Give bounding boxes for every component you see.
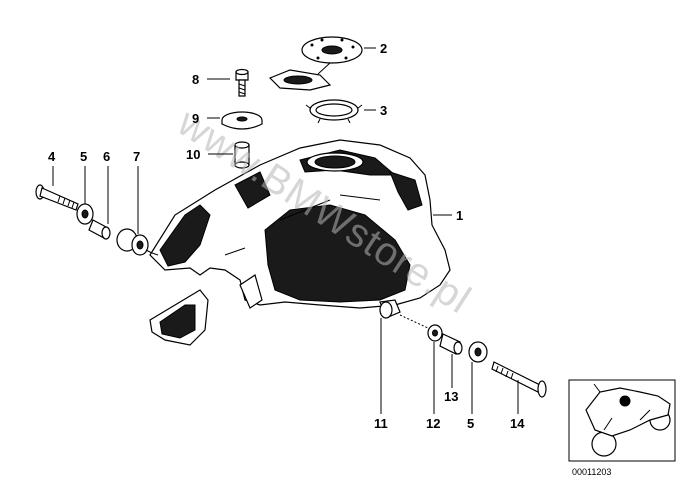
bolt-8: [235, 68, 249, 97]
filler-cover-plate: [268, 36, 363, 91]
callout-5-left: 5: [80, 149, 87, 164]
drawing-reference-number: 00011203: [572, 467, 611, 477]
callout-9: 9: [192, 111, 199, 126]
callout-11: 11: [374, 416, 388, 431]
bolt-4: [35, 184, 79, 211]
callout-5-right: 5: [467, 416, 474, 431]
motorcycle-icon: [585, 383, 671, 457]
leader-lines: [52, 47, 519, 414]
fuel-tank: [149, 139, 451, 346]
callout-10: 10: [186, 147, 200, 162]
bolt-14: [491, 361, 547, 398]
callout-4: 4: [48, 149, 56, 164]
callout-3: 3: [380, 103, 387, 118]
washer-12: [427, 324, 443, 342]
vehicle-locator-thumbnail: [568, 379, 676, 462]
sleeve-13: [439, 333, 463, 355]
grommet-11: [379, 299, 401, 319]
callout-12: 12: [426, 416, 440, 431]
assembly-line-right: [399, 314, 429, 329]
callout-8: 8: [192, 72, 199, 87]
callout-14: 14: [510, 416, 525, 431]
callout-2: 2: [380, 41, 387, 56]
grommet-7: [116, 228, 149, 256]
callout-7: 7: [133, 149, 140, 164]
callout-13: 13: [444, 389, 458, 404]
callout-6: 6: [103, 149, 110, 164]
spacer-sleeve-10: [234, 141, 250, 169]
washer-5-right: [468, 341, 488, 363]
washer-5-left: [76, 203, 94, 225]
assembly-line-left: [145, 249, 159, 256]
callout-1: 1: [456, 208, 463, 223]
sleeve-6: [88, 219, 111, 240]
rubber-washer-9: [221, 111, 263, 130]
filler-seal-ring: [305, 99, 363, 124]
